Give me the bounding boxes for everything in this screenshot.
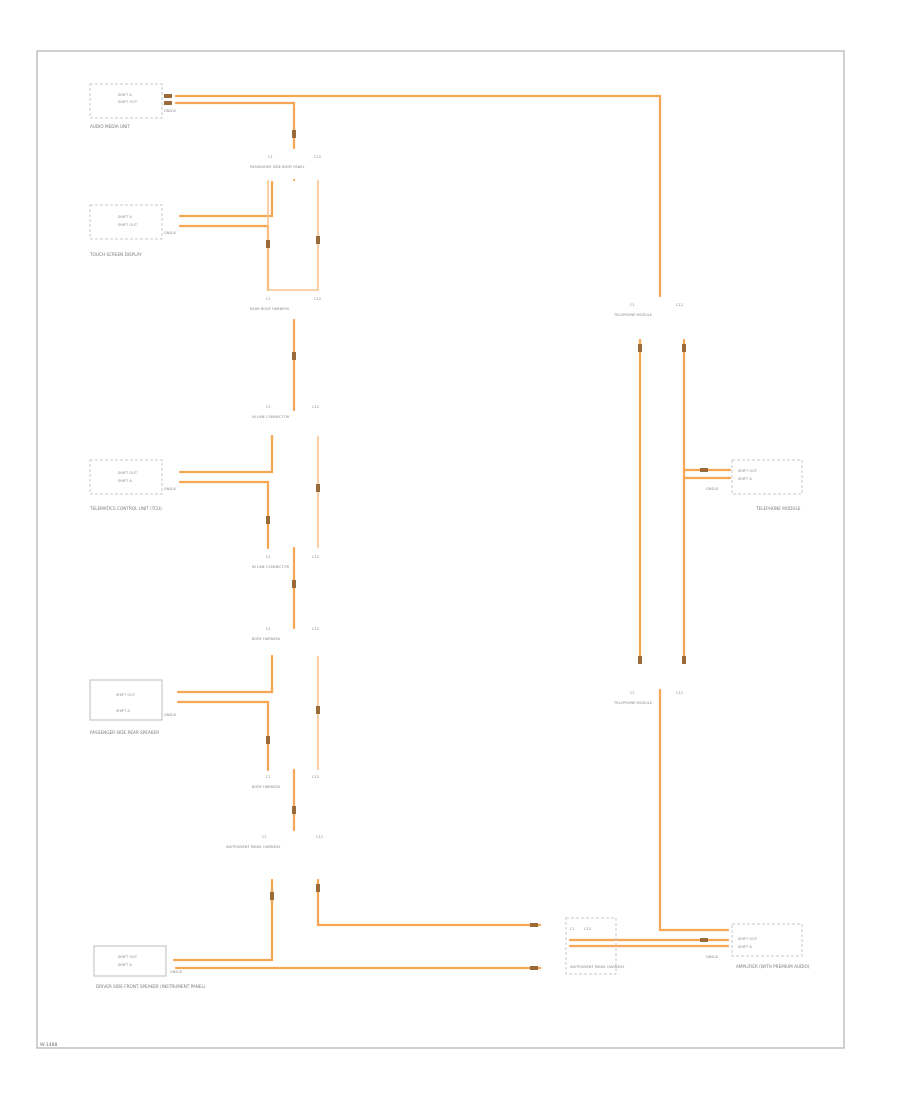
- wire-group: [172, 94, 732, 970]
- pin-label: GND-B: [164, 713, 176, 717]
- svg-text:C12: C12: [314, 155, 321, 159]
- svg-text:C12: C12: [676, 303, 683, 307]
- pin-label: SHIFT OUT: [738, 937, 758, 941]
- wire-lower-c: [316, 878, 542, 927]
- wire-c2-a: [178, 180, 274, 218]
- wire-c4-a: [176, 654, 274, 694]
- svg-text:TELEPHONE MODULE: TELEPHONE MODULE: [613, 313, 653, 317]
- component-telematics-control-unit: SHIFT OUT SHIFT A GND-B TELEMATICS CONTR…: [89, 459, 176, 511]
- svg-text:PASSENGER SIDE BODY PANEL: PASSENGER SIDE BODY PANEL: [250, 165, 305, 169]
- component-name: TELEPHONE MODULE: [755, 506, 801, 511]
- wire-c2-b: [178, 224, 270, 292]
- svg-text:C1: C1: [266, 555, 271, 559]
- wire-ticks: [164, 94, 708, 970]
- svg-text:TELEPHONE MODULE: TELEPHONE MODULE: [613, 701, 653, 705]
- svg-text:C1: C1: [266, 775, 271, 779]
- wire-c3-b: [178, 480, 270, 550]
- component-driver-front-speaker: SHIFT OUT SHIFT A GND-B DRIVER SIDE FRON…: [93, 945, 206, 989]
- svg-text:C12: C12: [316, 835, 323, 839]
- component-name: AUDIO MEDIA UNIT: [90, 124, 130, 129]
- connector-x3: C1 C12 IN LINE CONNECTOR: [252, 405, 319, 419]
- svg-text:C1: C1: [262, 835, 267, 839]
- footer-code: W-1488: [40, 1042, 57, 1048]
- svg-text:REAR BODY HARNESS: REAR BODY HARNESS: [250, 307, 290, 311]
- svg-text:INSTRUMENT PANEL HARNESS: INSTRUMENT PANEL HARNESS: [570, 965, 625, 969]
- svg-text:C12: C12: [312, 627, 319, 631]
- connector-x9: C1 C12 TELEPHONE MODULE: [613, 691, 683, 705]
- svg-text:C1: C1: [266, 627, 271, 631]
- pin-label: SHIFT OUT: [118, 955, 138, 959]
- svg-text:C1: C1: [268, 155, 273, 159]
- svg-text:C1: C1: [266, 405, 271, 409]
- svg-text:BODY HARNESS: BODY HARNESS: [252, 785, 281, 789]
- component-audio-media-unit: SHIFT A SHIFT OUT GND-B AUDIO MEDIA UNIT: [89, 83, 176, 129]
- svg-text:IN LINE CONNECTOR: IN LINE CONNECTOR: [252, 415, 290, 419]
- svg-text:C1: C1: [570, 927, 575, 931]
- pin-label: SHIFT OUT: [118, 223, 138, 227]
- connector-x10: C1 C12 INSTRUMENT PANEL HARNESS: [565, 917, 625, 975]
- pin-label: GND-B: [706, 955, 718, 959]
- pin-label: GND-B: [706, 487, 718, 491]
- pin-label: SHIFT A: [118, 479, 132, 483]
- component-name: DRIVER SIDE FRONT SPEAKER (INSTRUMENT PA…: [96, 984, 206, 989]
- svg-text:IN LINE CONNECTOR: IN LINE CONNECTOR: [252, 565, 290, 569]
- wire-top-run-b: [174, 101, 296, 150]
- wire-c3-a: [178, 434, 274, 474]
- pin-label: SHIFT A: [118, 963, 132, 967]
- svg-text:C12: C12: [312, 405, 319, 409]
- wire-right-down: [658, 688, 730, 932]
- component-name: AMPLIFIER (WITH PREMIUM AUDIO): [736, 964, 810, 969]
- pin-label: SHIFT OUT: [738, 469, 758, 473]
- component-name: TELEMATICS CONTROL UNIT (TCU): [89, 506, 162, 511]
- svg-text:C12: C12: [584, 927, 591, 931]
- pin-label: SHIFT A: [118, 215, 132, 219]
- svg-text:C12: C12: [676, 691, 683, 695]
- svg-text:C1: C1: [630, 691, 635, 695]
- connector-x6: C1 C12 BODY HARNESS: [252, 775, 319, 789]
- svg-text:C12: C12: [312, 555, 319, 559]
- svg-text:C1: C1: [630, 303, 635, 307]
- pin-label: SHIFT A: [738, 477, 752, 481]
- pin-label: GND-B: [164, 487, 176, 491]
- component-name: PASSENGER SIDE REAR SPEAKER: [90, 730, 159, 735]
- pin-label: SHIFT OUT: [118, 100, 138, 104]
- wire-top-run-a: [174, 94, 662, 298]
- wire-c4-b: [176, 700, 270, 772]
- component-telephone-module: SHIFT OUT SHIFT A GND-B TELEPHONE MODULE: [706, 459, 803, 511]
- svg-text:C12: C12: [314, 297, 321, 301]
- pin-label: SHIFT A: [116, 709, 130, 713]
- pin-label: SHIFT A: [118, 93, 132, 97]
- pin-label: GND-B: [164, 231, 176, 235]
- component-passenger-rear-speaker: SHIFT OUT SHIFT A GND-B PASSENGER SIDE R…: [89, 679, 176, 735]
- connector-x4: C1 C12 IN LINE CONNECTOR: [252, 555, 319, 569]
- diagram-frame: [36, 50, 845, 1049]
- pin-label: SHIFT OUT: [118, 471, 138, 475]
- svg-text:C12: C12: [312, 775, 319, 779]
- pin-label: SHIFT OUT: [116, 693, 136, 697]
- component-amplifier: SHIFT OUT SHIFT A GND-B AMPLIFIER (WITH …: [706, 923, 810, 969]
- connector-x5: C1 C12 BODY HARNESS: [252, 627, 319, 641]
- connector-x8: C1 C12 TELEPHONE MODULE: [613, 303, 683, 317]
- pin-label: GND-B: [170, 970, 182, 974]
- connector-x7: C1 C12 INSTRUMENT PANEL HARNESS: [226, 835, 323, 849]
- svg-text:INSTRUMENT PANEL HARNESS: INSTRUMENT PANEL HARNESS: [226, 845, 281, 849]
- connector-x1: C1 C12 PASSENGER SIDE BODY PANEL: [250, 155, 321, 169]
- svg-text:C1: C1: [266, 297, 271, 301]
- wire-c2-box: [267, 180, 319, 291]
- pin-label: SHIFT A: [738, 945, 752, 949]
- svg-text:BODY HARNESS: BODY HARNESS: [252, 637, 281, 641]
- pin-label: GND-B: [164, 109, 176, 113]
- wire-lower-a: [172, 878, 274, 962]
- component-touch-screen-display: SHIFT A SHIFT OUT GND-B TOUCH SCREEN DIS…: [89, 204, 176, 257]
- connector-x2: C1 C12 REAR BODY HARNESS: [250, 297, 321, 311]
- component-name: TOUCH SCREEN DISPLAY: [89, 252, 142, 257]
